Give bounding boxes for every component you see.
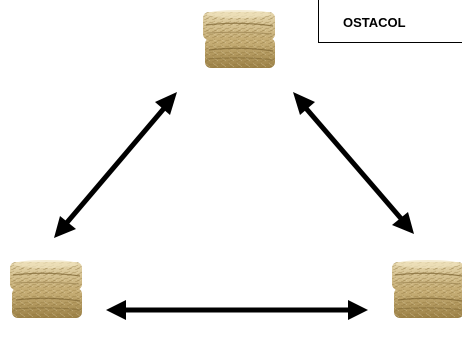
arrow-top-to-bottom-right xyxy=(293,92,414,234)
hay-bale-bottom-left-icon xyxy=(9,259,83,319)
arrow-top-to-bottom-left xyxy=(54,92,177,238)
hay-bale-top-icon xyxy=(202,9,276,69)
arrow-bottom-left-to-right xyxy=(106,300,368,320)
title-label: OSTACOL xyxy=(343,15,406,30)
title-label-box: OSTACOL xyxy=(318,0,462,43)
hay-bale-bottom-right-icon xyxy=(391,259,462,319)
